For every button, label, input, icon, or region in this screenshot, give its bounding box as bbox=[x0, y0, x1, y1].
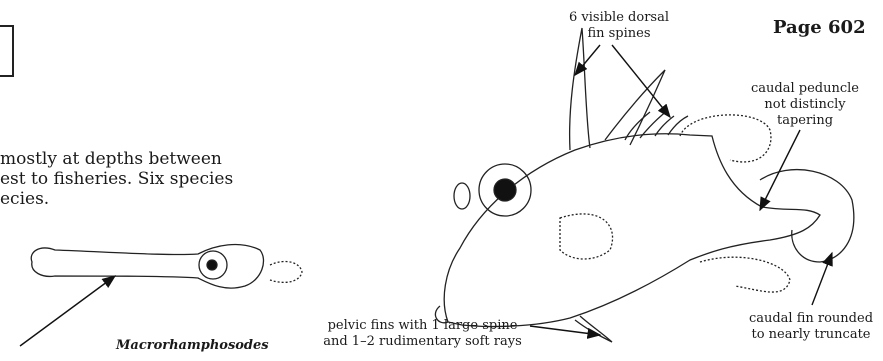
callout-pelvic-fins: pelvic fins with 1 large spine and 1–2 r… bbox=[305, 318, 540, 350]
arrow-dorsal-2 bbox=[612, 45, 670, 117]
dorsal-spine-1 bbox=[570, 28, 590, 150]
caudal-fin bbox=[760, 170, 854, 262]
callout-peduncle-line-3: tapering bbox=[735, 113, 875, 129]
callout-arrows bbox=[20, 45, 832, 346]
callout-dorsal-line-2: fin spines bbox=[560, 26, 678, 42]
gill-opening bbox=[454, 183, 470, 209]
callout-peduncle-line-2: not distincly bbox=[735, 97, 875, 113]
fish-body-outline bbox=[444, 134, 820, 327]
callout-dorsal-spines: 6 visible dorsal fin spines bbox=[560, 10, 678, 42]
callout-caudal-fin: caudal fin rounded to nearly truncate bbox=[741, 311, 881, 343]
anal-fin bbox=[700, 257, 790, 292]
pectoral-fin bbox=[560, 214, 613, 259]
callout-pelvic-line-2: and 1–2 rudimentary soft rays bbox=[305, 334, 540, 350]
callout-dorsal-line-1: 6 visible dorsal bbox=[560, 10, 678, 26]
main-fish-drawing bbox=[435, 28, 853, 342]
callout-pelvic-line-1: pelvic fins with 1 large spine bbox=[305, 318, 540, 334]
callout-caudal-line-1: caudal fin rounded bbox=[741, 311, 881, 327]
callout-caudal-line-2: to nearly truncate bbox=[741, 327, 881, 343]
callout-peduncle-line-1: caudal peduncle bbox=[735, 81, 875, 97]
small-fish-snout bbox=[31, 244, 263, 288]
species-caption: Macrorhamphosodes bbox=[116, 338, 269, 353]
pelvic-spine bbox=[575, 316, 612, 342]
small-fish-fin bbox=[270, 261, 302, 282]
fish-eye-pupil bbox=[494, 179, 516, 201]
small-fish-drawing bbox=[31, 244, 302, 288]
arrow-snout bbox=[20, 276, 115, 346]
arrow-caudal bbox=[812, 253, 832, 305]
small-fish-pupil bbox=[207, 260, 217, 270]
callout-caudal-peduncle: caudal peduncle not distincly tapering bbox=[735, 81, 875, 129]
